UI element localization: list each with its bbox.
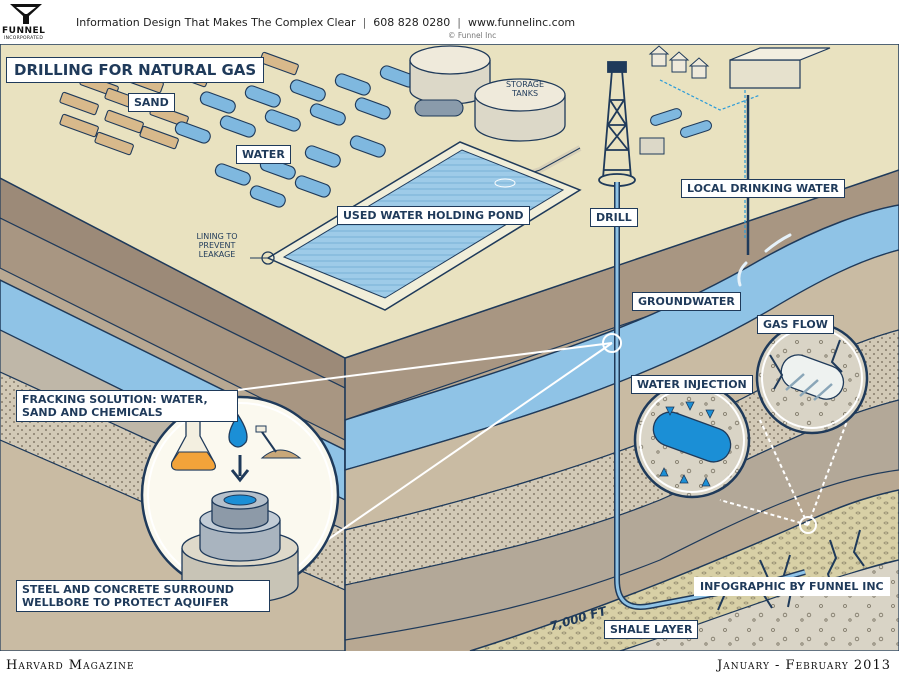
tagline-text: Information Design That Makes The Comple… — [76, 16, 356, 29]
houses — [648, 45, 710, 79]
water-drop-icon — [228, 413, 248, 448]
shale-focus-ring — [799, 516, 817, 534]
sand-shovel-icon — [255, 425, 302, 459]
aquifer-focus-ring — [602, 333, 622, 353]
pond-lining-ring — [261, 251, 275, 265]
logo-name: FUNNEL — [2, 26, 46, 36]
flow-arrows — [737, 233, 792, 287]
website-link[interactable]: www.funnelinc.com — [467, 16, 576, 29]
down-arrow-icon — [230, 455, 250, 483]
label-shale-layer: SHALE LAYER — [604, 620, 699, 639]
label-gas-flow: GAS FLOW — [757, 315, 834, 334]
drilling-diagram — [0, 44, 899, 651]
wellbore-cross-section-callout — [140, 395, 340, 604]
label-storage-tanks: STORAGE TANKS — [505, 80, 545, 98]
drilling-derrick — [598, 61, 636, 187]
label-used-water-pond: USED WATER HOLDING POND — [337, 206, 530, 225]
water-supply-lines — [659, 79, 761, 240]
issue-date: January - February 2013 — [717, 658, 891, 673]
label-lining: LINING TO PREVENT LEAKAGE — [196, 232, 238, 259]
header-tagline-row: Information Design That Makes The Comple… — [76, 16, 575, 29]
credit-label: INFOGRAPHIC BY FUNNEL INC — [694, 577, 890, 596]
label-sand: SAND — [128, 93, 175, 112]
callout-lines — [237, 257, 856, 546]
copyright-text: © Funnel Inc — [448, 31, 497, 40]
separator: | — [457, 16, 461, 29]
label-water-injection: WATER INJECTION — [631, 375, 753, 394]
pump-trucks — [639, 108, 712, 155]
label-local-drinking-water: LOCAL DRINKING WATER — [681, 179, 845, 198]
phone-number: 608 828 0280 — [373, 16, 451, 29]
right-layer-gray — [344, 399, 899, 641]
label-drill: DRILL — [590, 208, 638, 227]
label-steel-concrete: STEEL AND CONCRETE SURROUND WELLBORE TO … — [16, 580, 270, 612]
label-fracking-solution: FRACKING SOLUTION: WATER, SAND AND CHEMI… — [16, 390, 238, 422]
gas-flow-callout — [755, 321, 869, 435]
header-bar: FUNNEL INCORPORATED Information Design T… — [0, 0, 899, 44]
magazine-name: Harvard Magazine — [6, 658, 135, 673]
diagram-title: DRILLING FOR NATURAL GAS — [6, 57, 265, 83]
separator: | — [362, 16, 367, 29]
footer-bar: Harvard Magazine January - February 2013 — [0, 651, 899, 677]
water-trucks — [174, 65, 416, 208]
label-groundwater: GROUNDWATER — [632, 292, 741, 311]
logo-subtitle: INCORPORATED — [4, 36, 44, 41]
label-water: WATER — [236, 145, 291, 164]
water-injection-callout — [633, 381, 751, 499]
storage-tanks — [409, 45, 566, 142]
funnel-logo-icon — [10, 4, 42, 24]
treatment-building — [729, 47, 831, 89]
